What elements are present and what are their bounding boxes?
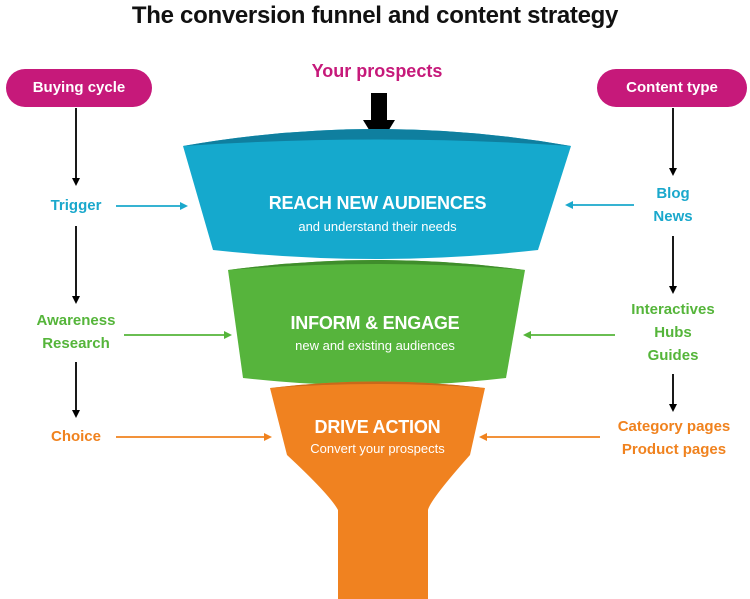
stage-reach-subtitle: and understand their needs xyxy=(298,219,457,234)
label-line: Awareness xyxy=(36,312,116,329)
label-line: Category pages xyxy=(617,418,731,435)
label-line: Trigger xyxy=(50,197,102,214)
buying-cycle-awareness: Awareness Research xyxy=(16,309,136,355)
label-line: News xyxy=(653,208,693,225)
buying-cycle-header: Buying cycle xyxy=(6,69,152,107)
stage-action-subtitle: Convert your prospects xyxy=(310,441,445,456)
page-title: The conversion funnel and content strate… xyxy=(131,2,619,29)
prospects-label: Your prospects xyxy=(311,61,443,81)
content-type-interactives: Interactives Hubs Guides xyxy=(603,298,743,367)
label-line: Research xyxy=(42,335,110,352)
stage-reach-title: REACH NEW AUDIENCES xyxy=(268,193,487,213)
stage-action-title: DRIVE ACTION xyxy=(314,417,441,437)
label-line: Blog xyxy=(656,185,690,202)
stage-inform-title: INFORM & ENGAGE xyxy=(290,313,460,333)
content-type-header: Content type xyxy=(597,69,747,107)
stage-inform-subtitle: new and existing audiences xyxy=(295,338,455,353)
content-type-blog-news: Blog News xyxy=(613,182,733,228)
funnel-stage-inform xyxy=(228,260,525,386)
label-line: Product pages xyxy=(621,441,727,458)
funnel-stage-reach xyxy=(183,129,571,259)
label-line: Hubs xyxy=(654,324,692,341)
label-line: Interactives xyxy=(631,301,715,318)
buying-cycle-choice: Choice xyxy=(16,425,136,448)
content-type-pages: Category pages Product pages xyxy=(600,415,748,461)
label-line: Guides xyxy=(647,347,699,364)
label-line: Choice xyxy=(50,428,101,445)
buying-cycle-trigger: Trigger xyxy=(16,194,136,217)
funnel-stage-action xyxy=(270,381,485,599)
